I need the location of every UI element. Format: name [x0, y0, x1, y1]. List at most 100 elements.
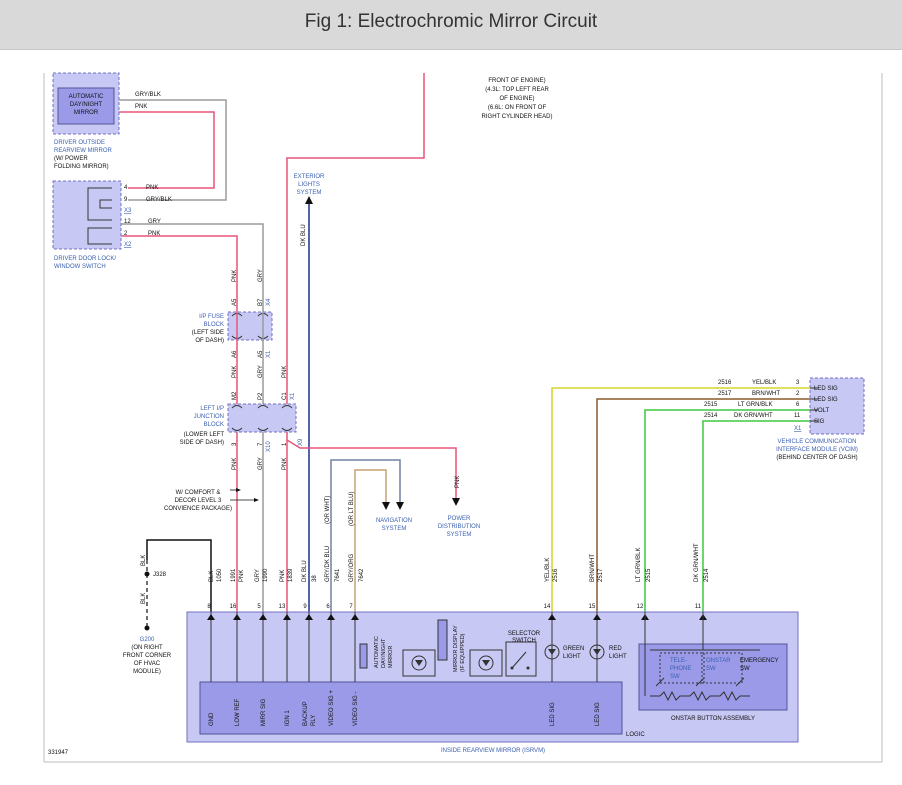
svg-text:BLOCK: BLOCK [204, 322, 224, 328]
svg-text:LED SIG: LED SIG [814, 397, 838, 403]
svg-text:GRY/BLK: GRY/BLK [146, 197, 172, 203]
label-x1a: X1 [266, 350, 272, 358]
isrvm-wire-labels: BLK 1050 1991 PNK GRY 1990 PNK 1839 DK B… [209, 543, 710, 582]
label-x4: X4 [266, 298, 272, 306]
svg-text:OF DASH): OF DASH) [195, 338, 224, 344]
wire-dkgrn-wht [702, 420, 810, 612]
svg-text:2: 2 [796, 391, 800, 397]
svg-text:DK BLU: DK BLU [302, 560, 308, 582]
svg-text:IGN 1: IGN 1 [285, 710, 291, 726]
title-bar: Fig 1: Electrochromic Mirror Circuit [0, 0, 902, 50]
svg-text:GRY/DK BLU: GRY/DK BLU [325, 546, 331, 582]
svg-text:GRY: GRY [255, 569, 261, 582]
svg-text:6: 6 [796, 402, 800, 408]
svg-text:9: 9 [124, 197, 128, 203]
svg-text:I/P FUSE: I/P FUSE [199, 314, 224, 320]
svg-text:12: 12 [637, 604, 644, 610]
svg-text:DISTRIBUTION: DISTRIBUTION [438, 524, 480, 530]
svg-text:VOLT: VOLT [814, 408, 830, 414]
isrvm-component: LOGIC GND LOW [186, 611, 799, 743]
svg-text:7641: 7641 [335, 568, 341, 582]
svg-text:MIRROR: MIRROR [388, 646, 394, 668]
svg-text:DAY/NIGHT: DAY/NIGHT [70, 102, 103, 108]
svg-text:2516: 2516 [718, 380, 732, 386]
svg-text:PNK: PNK [280, 570, 286, 582]
svg-text:(6.6L: ON FRONT OF: (6.6L: ON FRONT OF [488, 105, 547, 111]
svg-text:YEL/BLK: YEL/BLK [752, 380, 776, 386]
label-or-ltblu: (OR LT BLU) [349, 492, 355, 526]
vcim-component: LED SIG LED SIG VOLT SIG [809, 377, 865, 435]
page-title: Fig 1: Electrochromic Mirror Circuit [304, 11, 598, 32]
svg-text:MIRR SIG: MIRR SIG [261, 698, 267, 726]
label-pnk-mid: PNK [232, 366, 238, 378]
svg-text:GREEN: GREEN [563, 646, 584, 652]
svg-text:PNK: PNK [146, 185, 158, 191]
wire-brn-wht [596, 398, 810, 612]
svg-text:2517: 2517 [598, 568, 604, 582]
door-switch-component [52, 180, 122, 250]
svg-text:AUTOMATIC: AUTOMATIC [69, 94, 104, 100]
svg-text:PNK: PNK [239, 570, 245, 582]
svg-text:LOGIC: LOGIC [626, 732, 645, 738]
svg-text:SYSTEM: SYSTEM [382, 526, 407, 532]
wire-pnk-door [121, 235, 238, 312]
fuse-block-label: I/P FUSE BLOCK (LEFT SIDE OF DASH) [192, 314, 224, 344]
svg-text:1839: 1839 [288, 568, 294, 582]
svg-text:SW: SW [740, 666, 750, 672]
svg-text:RIGHT CYLINDER HEAD): RIGHT CYLINDER HEAD) [482, 114, 553, 120]
svg-text:CONVIENCE PACKAGE): CONVIENCE PACKAGE) [164, 506, 232, 512]
svg-text:LIGHT: LIGHT [563, 654, 581, 660]
figure-number: 331947 [48, 750, 69, 756]
svg-text:GRY/ORG: GRY/ORG [349, 553, 355, 582]
svg-text:(4.3L: TOP LEFT REAR: (4.3L: TOP LEFT REAR [485, 87, 549, 93]
svg-text:1050: 1050 [217, 568, 223, 582]
svg-text:MIRROR DISPLAY: MIRROR DISPLAY [453, 625, 459, 672]
splice-j328 [144, 571, 150, 577]
power-distribution-label: POWER DISTRIBUTION SYSTEM [438, 516, 480, 538]
svg-text:EXTERIOR: EXTERIOR [294, 174, 325, 180]
label-j7: 7 [258, 442, 264, 446]
svg-text:(BEHIND CENTER OF DASH): (BEHIND CENTER OF DASH) [776, 455, 857, 461]
svg-text:BRN/WHT: BRN/WHT [590, 554, 596, 582]
svg-text:5: 5 [257, 604, 261, 610]
wire-ltgrn-blk [644, 409, 810, 612]
svg-text:9: 9 [303, 604, 307, 610]
label-pnk-upper: PNK [232, 270, 238, 282]
svg-text:PHONE: PHONE [670, 666, 691, 672]
svg-text:13: 13 [279, 604, 286, 610]
label-gry-low: GRY [258, 457, 264, 470]
svg-text:2515: 2515 [704, 402, 718, 408]
arrow-nav-b [396, 502, 404, 510]
wire-pnk-ign [286, 73, 425, 404]
label-pnk-low2: PNK [282, 458, 288, 470]
svg-text:FRONT OF ENGINE): FRONT OF ENGINE) [488, 78, 545, 84]
wire-gry-dkblu [330, 459, 401, 612]
svg-text:7642: 7642 [359, 568, 365, 582]
svg-text:JUNCTION: JUNCTION [194, 414, 224, 420]
ground-label: G200 (ON RIGHT FRONT CORNER OF HVAC MODU… [123, 637, 172, 675]
label-dk-blu-upper: DK BLU [301, 224, 307, 246]
svg-text:PNK: PNK [148, 231, 160, 237]
navigation-label: NAVIGATION SYSTEM [376, 518, 412, 532]
outside-mirror-component: AUTOMATIC DAY/NIGHT MIRROR [52, 72, 120, 135]
svg-text:VIDEO SIG -: VIDEO SIG - [353, 692, 359, 726]
svg-text:OF HVAC: OF HVAC [134, 661, 161, 667]
wire-label-pnk: PNK [135, 104, 147, 110]
svg-text:2514: 2514 [704, 413, 718, 419]
label-b7: B7 [258, 298, 264, 306]
svg-text:2514: 2514 [704, 568, 710, 582]
svg-text:W/ COMFORT &: W/ COMFORT & [176, 490, 221, 496]
wire-yel-blk [551, 387, 810, 612]
svg-text:(LOWER LEFT: (LOWER LEFT [184, 432, 225, 438]
svg-text:OF ENGINE): OF ENGINE) [499, 96, 534, 102]
svg-text:4: 4 [124, 185, 128, 191]
vcim-label: VEHICLE COMMUNICATION INTERFACE MODULE (… [776, 439, 858, 461]
arrow-nav-a [382, 502, 390, 510]
front-engine-note: FRONT OF ENGINE) (4.3L: TOP LEFT REAR OF… [482, 78, 553, 120]
arrow-exterior-lights [305, 196, 313, 204]
svg-text:6: 6 [326, 604, 330, 610]
label-pnk-pwr: PNK [455, 476, 461, 488]
svg-text:LEFT I/P: LEFT I/P [200, 406, 224, 412]
svg-text:14: 14 [544, 604, 551, 610]
svg-text:RLY: RLY [311, 715, 317, 726]
